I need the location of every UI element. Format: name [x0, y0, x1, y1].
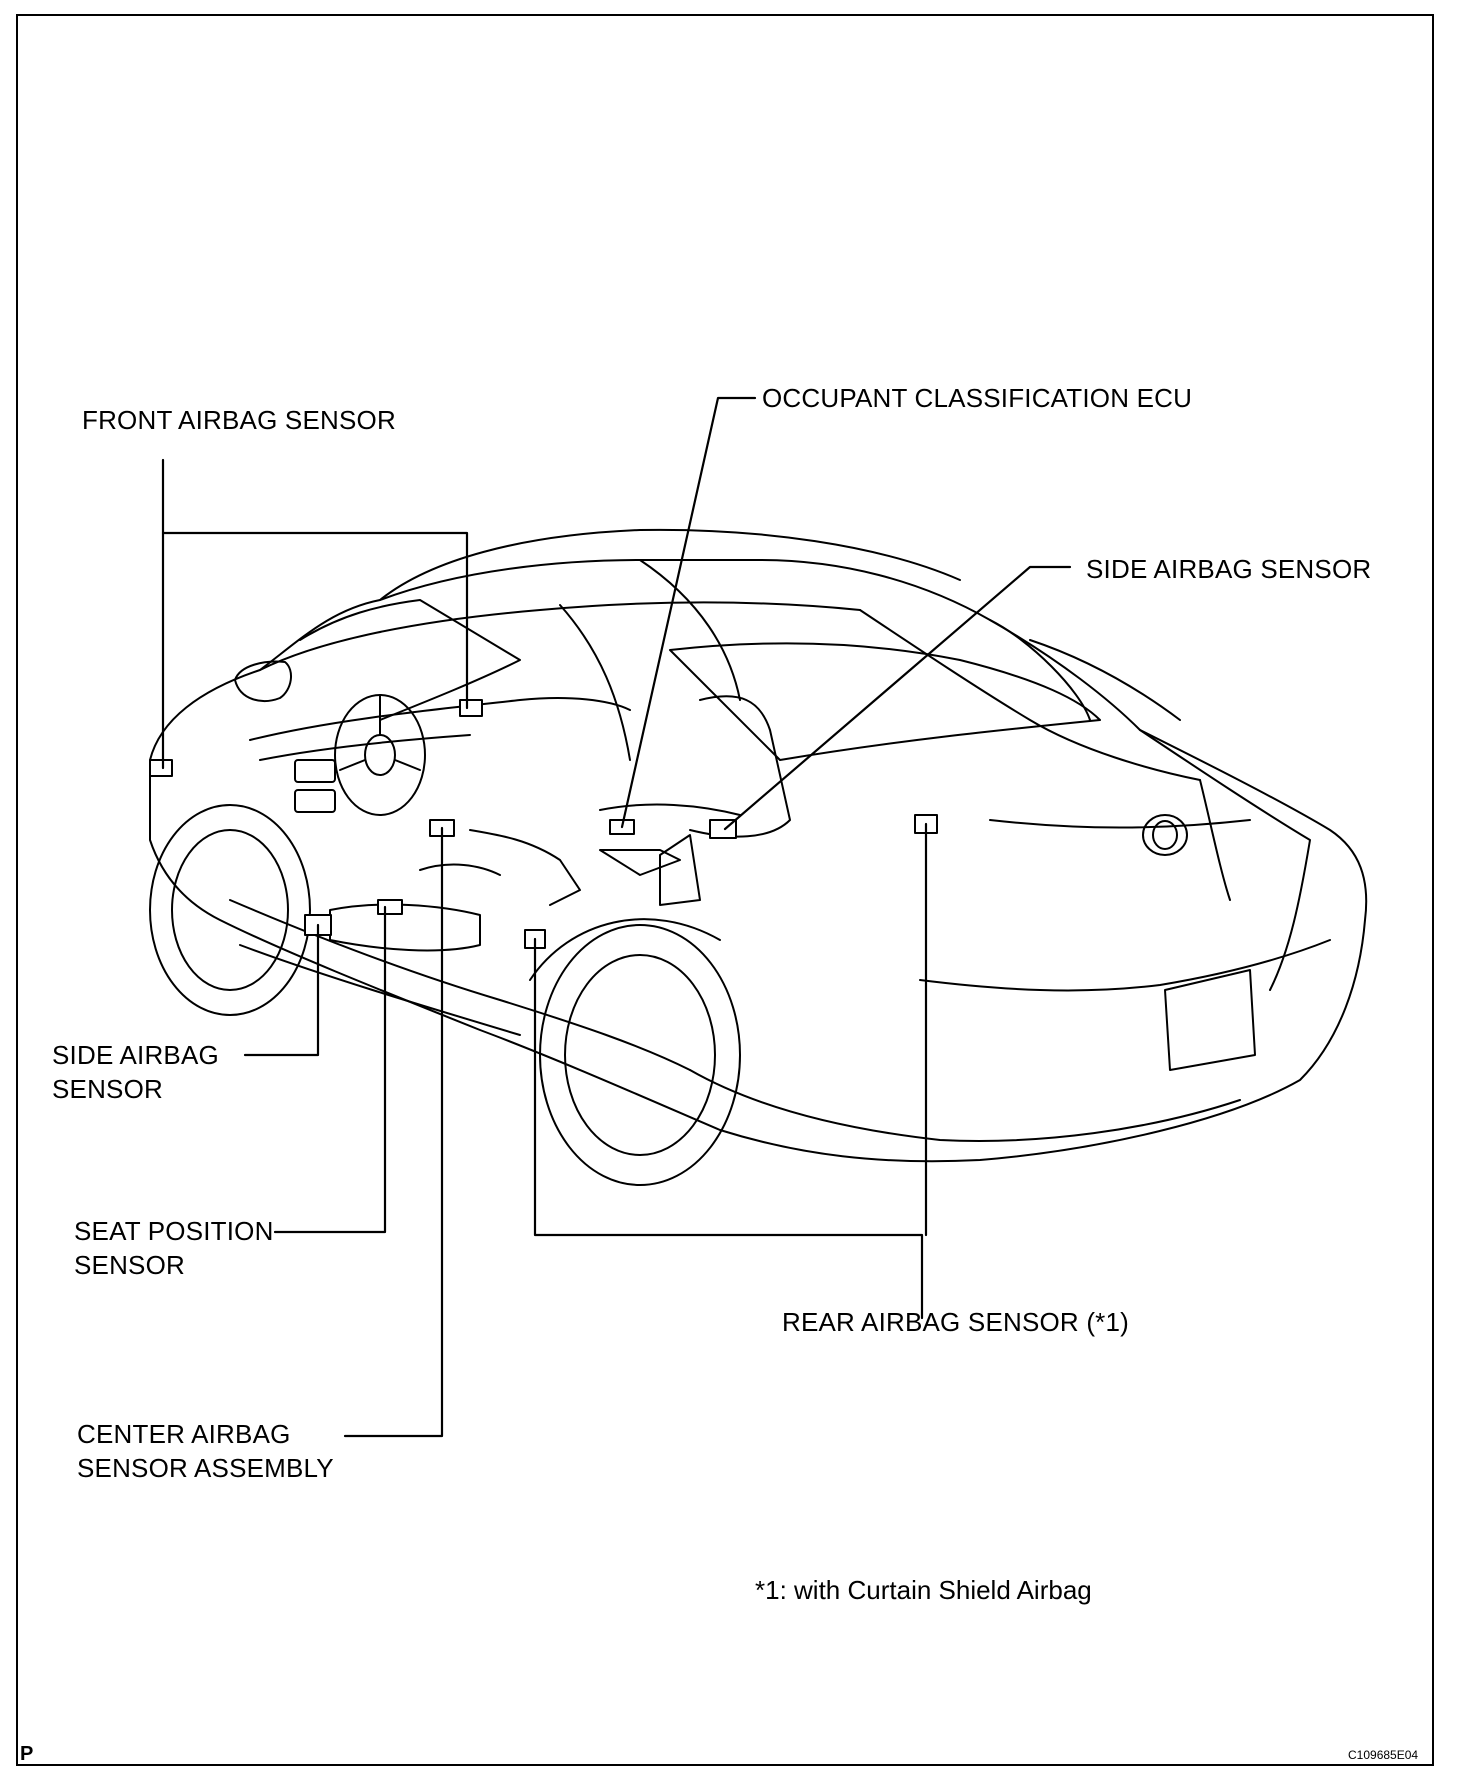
label-center-airbag-sensor-assembly-line1: CENTER AIRBAG	[77, 1419, 291, 1449]
front-airbag-sensor-left-box	[149, 759, 173, 777]
label-front-airbag-sensor: FRONT AIRBAG SENSOR	[82, 405, 396, 435]
leader-center-airbag	[343, 826, 444, 1438]
label-seat-position-sensor-line2: SENSOR	[74, 1250, 186, 1280]
label-side-airbag-sensor-right: SIDE AIRBAG SENSOR	[1086, 554, 1372, 584]
leader-front-airbag-right	[161, 531, 469, 710]
leader-lines	[161, 396, 1072, 1438]
leader-rear-airbag-left	[533, 937, 924, 1320]
label-occupant-classification-ecu: OCCUPANT CLASSIFICATION ECU	[762, 383, 1193, 413]
car-body	[149, 528, 1368, 1186]
front-airbag-sensor-right-box	[459, 699, 483, 717]
leader-side-airbag-left	[243, 923, 320, 1057]
figure-border	[16, 14, 1434, 1766]
leader-seat-position	[273, 905, 387, 1234]
label-seat-position-sensor: SEAT POSITION SENSOR	[74, 1214, 274, 1282]
label-side-airbag-sensor-left-line1: SIDE AIRBAG	[52, 1040, 219, 1070]
leader-side-airbag-right	[723, 565, 1072, 831]
label-seat-position-sensor-line1: SEAT POSITION	[74, 1216, 274, 1246]
seat-position-sensor-box	[377, 899, 403, 915]
corner-mark: P	[20, 1743, 34, 1765]
label-center-airbag-sensor-assembly-line2: SENSOR ASSEMBLY	[77, 1453, 334, 1483]
label-side-airbag-sensor-left: SIDE AIRBAG SENSOR	[52, 1038, 219, 1106]
leader-occupant-classification-ecu	[620, 396, 757, 829]
figure-code: C109685E04	[1348, 1748, 1419, 1762]
label-center-airbag-sensor-assembly: CENTER AIRBAG SENSOR ASSEMBLY	[77, 1417, 334, 1485]
label-rear-airbag-sensor: REAR AIRBAG SENSOR (*1)	[782, 1307, 1130, 1337]
sensor-components	[149, 699, 938, 949]
footnote: *1: with Curtain Shield Airbag	[755, 1575, 1092, 1605]
label-side-airbag-sensor-left-line2: SENSOR	[52, 1074, 164, 1104]
